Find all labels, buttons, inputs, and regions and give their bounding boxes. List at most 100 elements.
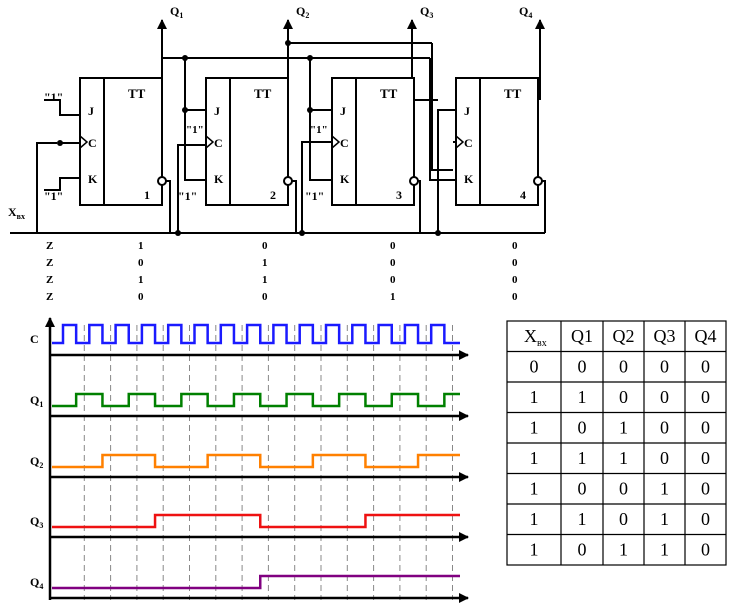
- ff4-inv-return: [540, 180, 546, 233]
- clock-edge-mark: [79, 135, 89, 149]
- clock-edge-mark: [455, 135, 465, 149]
- table-cell: 1: [660, 479, 669, 499]
- z-row-value: 0: [138, 291, 144, 303]
- flip-flop-body: [331, 77, 415, 206]
- flip-flop-type: TT: [380, 86, 398, 101]
- k-input-label: K: [214, 172, 224, 186]
- table-cell: 0: [701, 387, 710, 407]
- c-input-label: C: [214, 136, 223, 150]
- table-cell: 0: [701, 418, 710, 438]
- z-row-value: 0: [262, 291, 268, 303]
- table-header-cell: Q2: [613, 326, 635, 346]
- flip-flop-type: TT: [128, 86, 146, 101]
- signal-waveform: [52, 513, 460, 529]
- table-cell: 0: [619, 387, 628, 407]
- flip-flop-index: 3: [396, 188, 402, 202]
- ff1-j-wire: [44, 99, 80, 116]
- table-cell: 1: [578, 387, 587, 407]
- table-cell: 0: [578, 418, 587, 438]
- q3-label: Q3: [420, 4, 433, 20]
- z-row-value: 1: [262, 274, 268, 286]
- flip-flop-body: [455, 77, 539, 206]
- z-row-value: 0: [512, 240, 518, 252]
- ff3-clock-wire: [301, 141, 318, 233]
- flip-flop-index: 4: [520, 188, 526, 202]
- table-cell: 1: [619, 448, 628, 468]
- inverted-output-bubble: [283, 176, 293, 186]
- junction-dot: [435, 230, 441, 236]
- signal-label: Q1: [30, 393, 43, 409]
- z-row-value: 0: [512, 274, 518, 286]
- ff1-k-const: "1": [44, 189, 63, 203]
- c-input-label: C: [464, 136, 473, 150]
- z-row-value: 0: [512, 291, 518, 303]
- flip-flop-type: TT: [254, 86, 272, 101]
- q2-label: Q2: [296, 4, 309, 20]
- signal-waveform: [52, 392, 460, 408]
- signal-label: Q2: [30, 454, 43, 470]
- table-header-cell: Q4: [695, 326, 717, 346]
- table-cell: 0: [660, 448, 669, 468]
- table-cell: 0: [578, 479, 587, 499]
- flip-flop-type: TT: [504, 86, 522, 101]
- j-input-label: J: [214, 104, 220, 118]
- table-cell: 0: [619, 479, 628, 499]
- signal-q3: Q3: [30, 513, 469, 542]
- flip-flop-body: [205, 77, 289, 206]
- signal-q4: Q4: [30, 574, 469, 603]
- q-to-ff3: [309, 58, 325, 181]
- signal-c: C: [30, 323, 469, 360]
- z-row-value: 0: [512, 257, 518, 269]
- signal-label: Q3: [30, 514, 43, 530]
- signal-label: C: [30, 332, 39, 346]
- junction-dot: [175, 230, 181, 236]
- ff4-j-wire: [437, 109, 446, 233]
- z-row-value: 1: [138, 240, 144, 252]
- signal-label: Q4: [30, 575, 43, 591]
- ff1-inv-return: [162, 180, 171, 233]
- ff3-j-const: "1": [310, 124, 328, 136]
- flip-flop-2: TT J C K 2: [205, 77, 293, 206]
- table-header-cell: Q1: [571, 326, 593, 346]
- k-input-label: K: [88, 172, 98, 186]
- table-cell: 1: [660, 509, 669, 529]
- clock-edge-mark: [331, 135, 341, 149]
- ff2-inv-return: [290, 180, 297, 233]
- signal-q1: Q1: [30, 392, 469, 421]
- table-cell: 0: [578, 357, 587, 377]
- flip-flop-index: 2: [270, 188, 276, 202]
- q1-label: Q1: [170, 4, 183, 20]
- junction-dot: [299, 230, 305, 236]
- table-cell: 1: [530, 448, 539, 468]
- inverted-output-bubble: [533, 176, 543, 186]
- junction-dot: [307, 107, 313, 113]
- ff1-clock-wire: [36, 142, 57, 233]
- z-row-label: Z: [46, 240, 53, 252]
- inverted-output-bubble: [157, 176, 167, 186]
- junction-dot: [182, 55, 188, 61]
- k-input-label: K: [464, 172, 474, 186]
- signal-waveform: [52, 574, 460, 590]
- z-row-value: 1: [262, 257, 268, 269]
- const-one-labels: "1" "1" "1" "1" "1" "1": [44, 90, 328, 203]
- junction-dot: [57, 140, 63, 146]
- flip-flop-body: [79, 77, 163, 206]
- table-cell: 0: [660, 418, 669, 438]
- table-cell: 0: [701, 509, 710, 529]
- junction-dot: [285, 40, 291, 46]
- table-cell: 0: [701, 357, 710, 377]
- signal-waveform: [52, 453, 460, 469]
- q1-to-ff2: [184, 58, 200, 181]
- z-row-label: Z: [46, 291, 53, 303]
- z-row-label: Z: [46, 274, 53, 286]
- c-input-label: C: [340, 136, 349, 150]
- table-cell: 1: [619, 418, 628, 438]
- junction-dot: [307, 55, 313, 61]
